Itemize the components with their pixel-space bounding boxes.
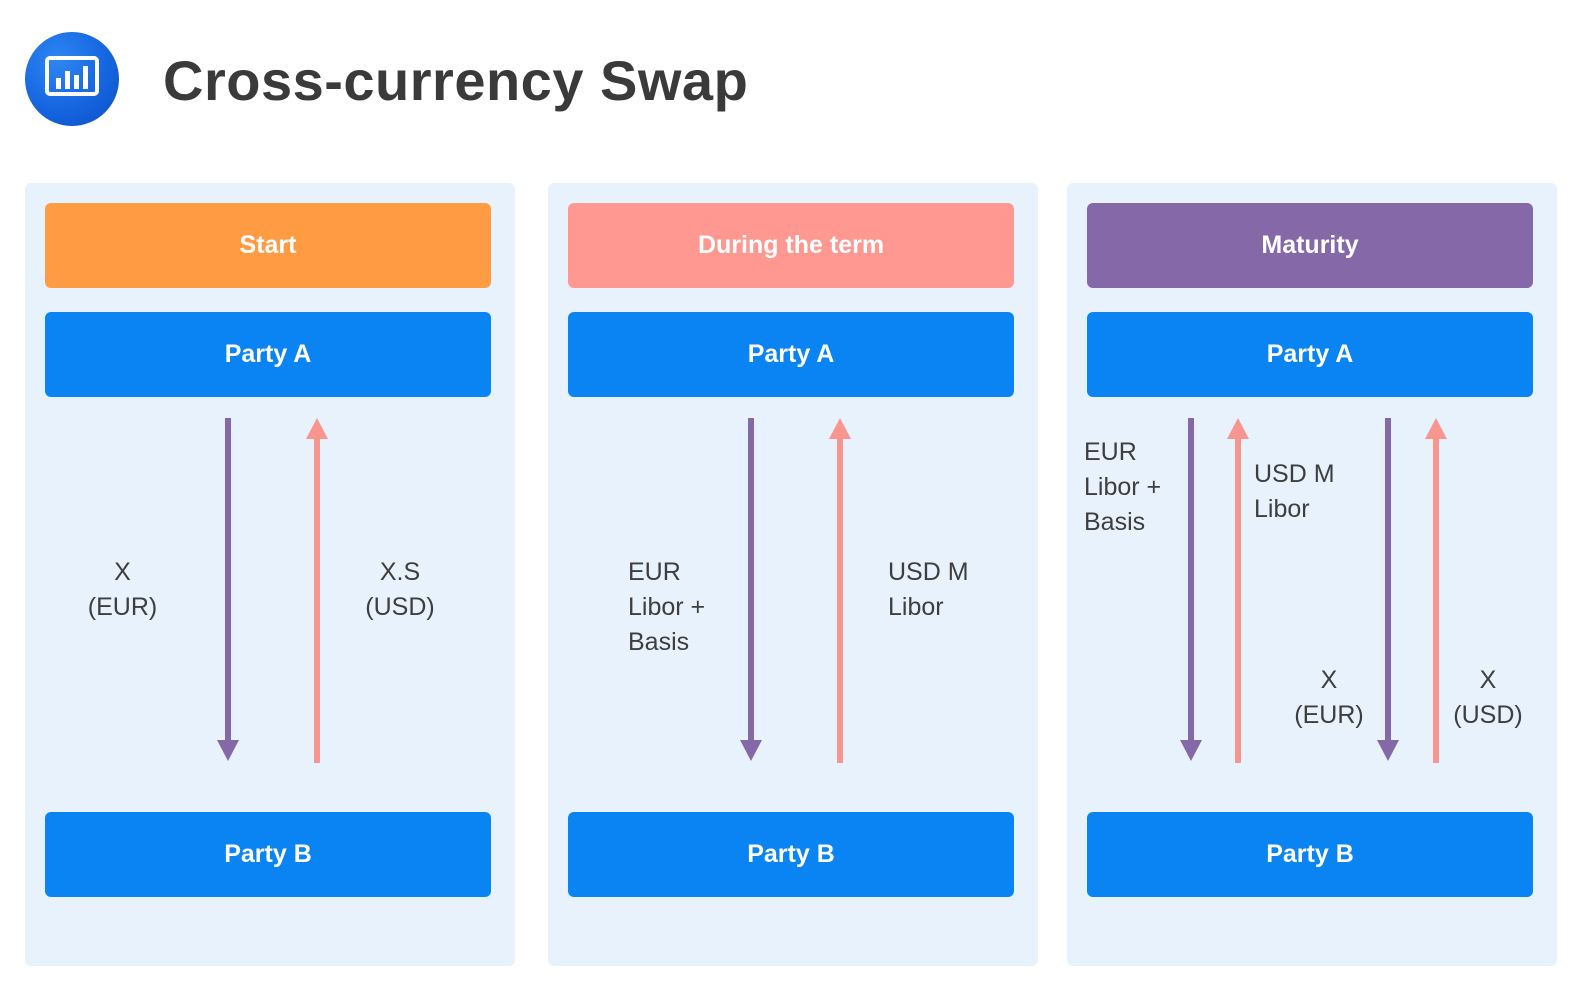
party-a-box: Party A bbox=[45, 312, 491, 397]
flow-arrows bbox=[740, 418, 851, 763]
flow-label-eur-principal: X (EUR) bbox=[1294, 666, 1364, 729]
bar-chart-icon bbox=[25, 32, 119, 126]
party-b-box: Party B bbox=[1087, 812, 1533, 897]
party-a-box: Party A bbox=[568, 312, 1014, 397]
phase-header-maturity: Maturity bbox=[1087, 203, 1533, 288]
party-b-box: Party B bbox=[568, 812, 1014, 897]
flow-label-eur-interest: EUR Libor + Basis bbox=[1084, 438, 1162, 536]
flow-arrows bbox=[1180, 418, 1447, 763]
panel-start: Start Party A X (EUR) X.S (USD) Party B bbox=[25, 183, 515, 966]
party-b-box: Party B bbox=[45, 812, 491, 897]
phase-header-start: Start bbox=[45, 203, 491, 288]
flow-arrows bbox=[217, 418, 328, 763]
flow-label-eur: EUR Libor + Basis bbox=[628, 558, 706, 656]
panel-maturity: Maturity Party A EUR Libor + Basis USD M… bbox=[1067, 183, 1557, 966]
flow-label-usd-principal: X (USD) bbox=[1453, 666, 1523, 729]
phase-header-during-term: During the term bbox=[568, 203, 1014, 288]
page-title: Cross-currency Swap bbox=[163, 49, 749, 112]
flow-label-usd: X.S (USD) bbox=[365, 558, 435, 621]
flow-label-usd-interest: USD M Libor bbox=[1254, 460, 1335, 523]
flow-label-eur: X (EUR) bbox=[87, 558, 158, 621]
party-a-box: Party A bbox=[1087, 312, 1533, 397]
flow-label-usd: USD M Libor bbox=[888, 558, 969, 621]
panel-during-term: During the term Party A EUR Libor + Basi… bbox=[548, 183, 1038, 966]
